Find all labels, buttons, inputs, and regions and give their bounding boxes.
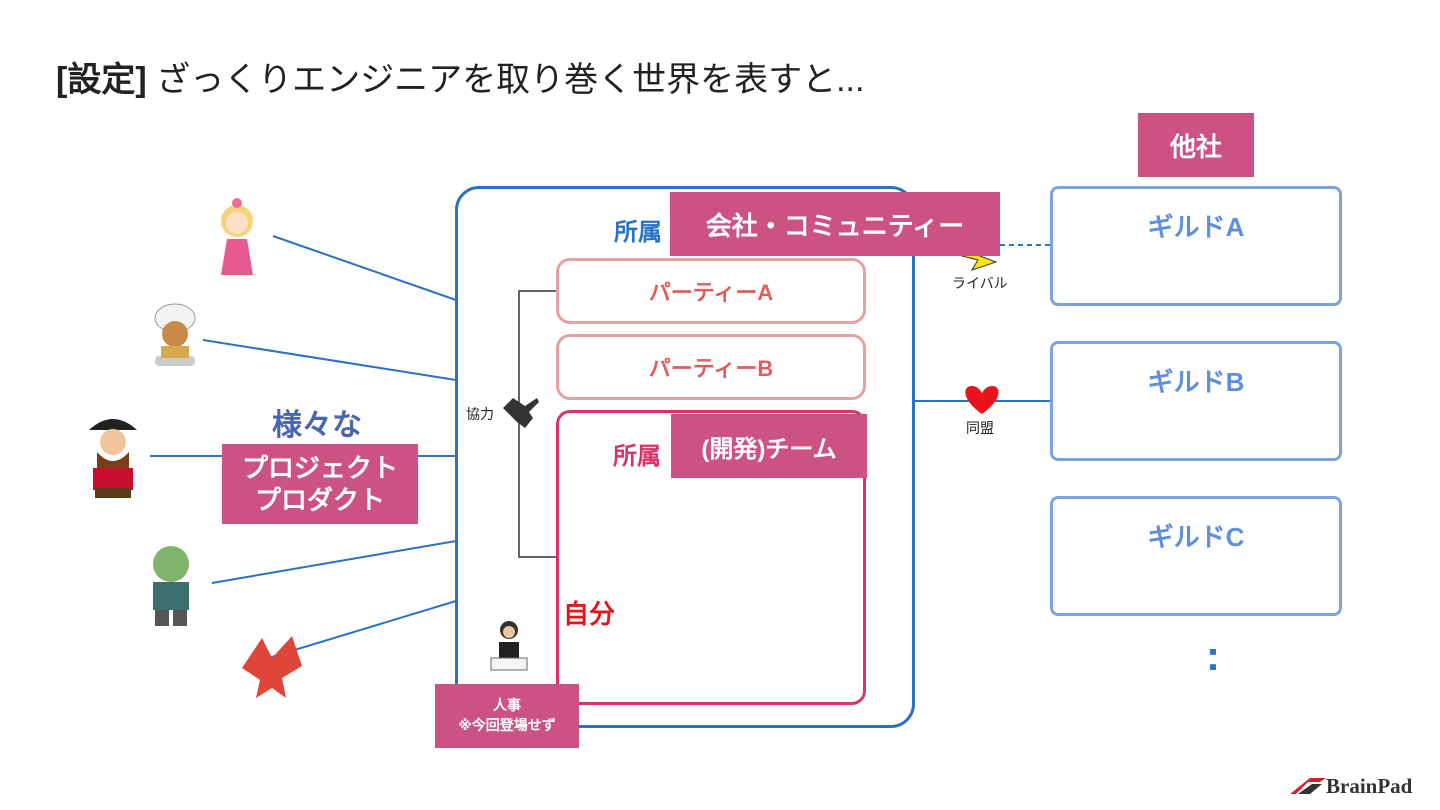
company-prefix: 所属 [614, 219, 662, 246]
page-title: [設定] ざっくりエンジニアを取り巻く世界を表すと... [56, 52, 864, 101]
line-zombie [211, 540, 457, 584]
company-label: 会社・コミュニティー [670, 192, 1000, 256]
zombie-icon [153, 546, 189, 626]
other-company-label: 他社 [1138, 113, 1254, 177]
cooperate-bracket [518, 290, 556, 558]
cooperate-label: 協力 [466, 406, 494, 422]
project-line2: プロダクト [254, 485, 385, 515]
hr-line2: ※今回登場せず [458, 717, 556, 733]
team-prefix: 所属 [613, 443, 661, 470]
dragon-icon [242, 636, 302, 698]
line-princess [272, 235, 457, 301]
hr-label: 人事 ※今回登場せず [435, 684, 579, 748]
hr-person-icon [490, 621, 528, 671]
party-a: パーティーA [556, 258, 866, 324]
various-label: 様々な [272, 409, 362, 442]
party-b: パーティーB [556, 334, 866, 400]
team-label: (開発)チーム [671, 414, 867, 478]
alliance-label: 同盟 [966, 420, 994, 436]
guild-c: ギルドC [1050, 496, 1342, 616]
brand-logo-icon [1290, 778, 1326, 794]
company-frame [455, 186, 915, 728]
project-label: プロジェクト プロダクト [222, 444, 418, 524]
rival-label: ライバル [952, 275, 1008, 291]
more-guilds-ellipsis: : [1206, 632, 1220, 679]
handshake-icon [503, 398, 539, 428]
princess-icon [221, 198, 253, 275]
heart-icon [965, 386, 999, 414]
line-merchant [202, 339, 457, 381]
guild-b: ギルドB [1050, 341, 1342, 461]
title-text: ざっくりエンジニアを取り巻く世界を表すと... [146, 61, 865, 99]
hr-line1: 人事 [493, 697, 521, 714]
project-line1: プロジェクト [241, 452, 398, 483]
merchant-icon [154, 303, 196, 366]
pirate-icon [89, 419, 137, 498]
brand-name: BrainPad [1326, 774, 1413, 798]
self-label: 自分 [563, 599, 616, 629]
guild-a: ギルドA [1050, 186, 1342, 306]
title-bracket: [設定] [56, 61, 147, 99]
